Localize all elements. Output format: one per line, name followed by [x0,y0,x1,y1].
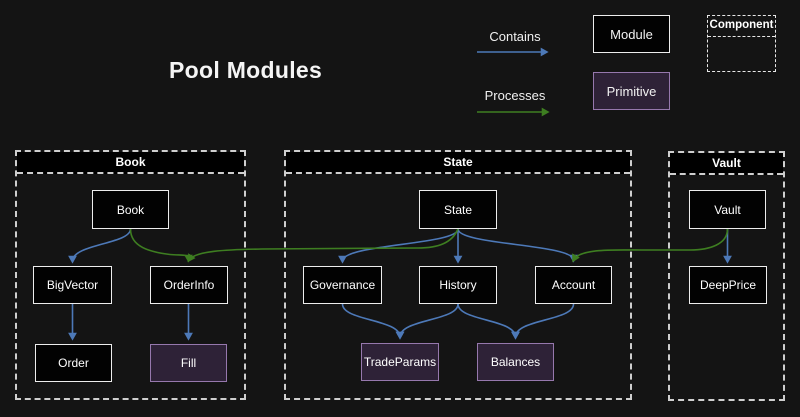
node-history: History [419,266,497,304]
legend-component-label: Component [708,16,775,37]
legend-module-label: Module [610,26,653,42]
node-balances: Balances [477,343,554,381]
legend-module-swatch: Module [593,15,670,53]
node-deepprice: DeepPrice [689,266,767,304]
node-bigvector: BigVector [33,266,112,304]
legend-component-swatch: Component [707,15,776,72]
legend-primitive-label: Primitive [606,83,657,99]
node-fill: Fill [150,344,227,382]
container-state-header: State [286,152,630,174]
node-book: Book [92,190,169,229]
node-vault: Vault [689,190,766,229]
node-account: Account [535,266,612,304]
node-order: Order [35,344,112,382]
legend-processes-label: Processes [484,88,546,103]
legend-contains-label: Contains [489,29,541,44]
container-vault: Vault [668,151,785,401]
node-orderinfo: OrderInfo [150,266,228,304]
legend-primitive-swatch: Primitive [593,72,670,110]
container-vault-header: Vault [670,153,783,175]
container-book-header: Book [17,152,244,174]
container-state: State [284,150,632,400]
node-state: State [419,190,497,229]
node-tradeparams: TradeParams [361,343,439,381]
container-book: Book [15,150,246,400]
page-title: Pool Modules [169,57,323,83]
node-governance: Governance [303,266,382,304]
